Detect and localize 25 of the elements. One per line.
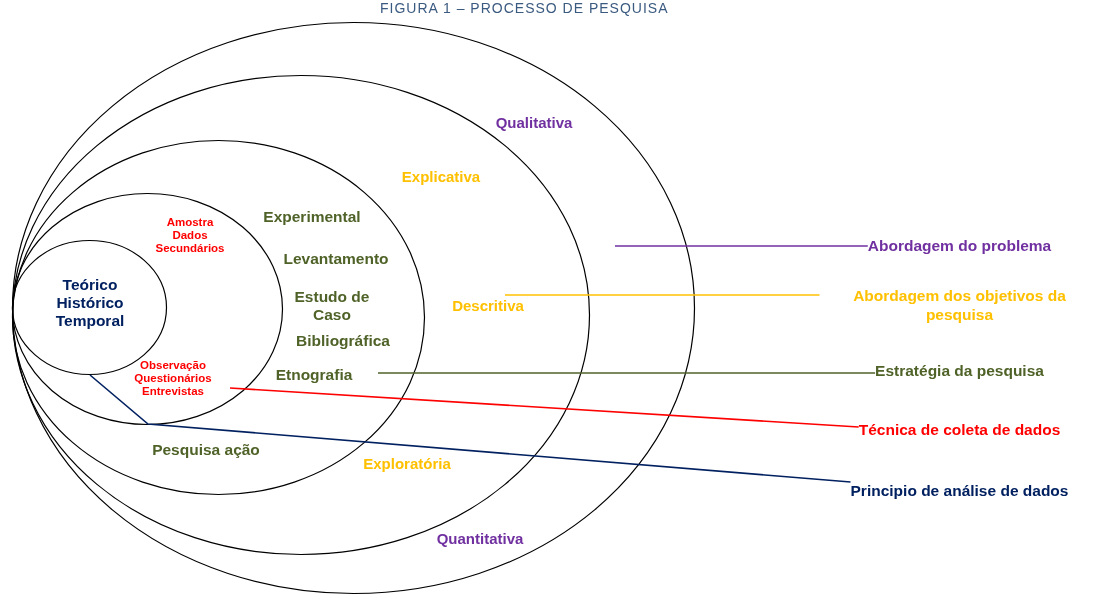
- leader-line: [614, 245, 869, 247]
- figure-title: FIGURA 1 – PROCESSO DE PESQUISA: [380, 0, 669, 16]
- category-label: Exploratória: [362, 455, 452, 473]
- leader-line: [504, 294, 821, 296]
- category-label: Quantitativa: [435, 530, 525, 548]
- leader-label: Técnica de coleta de dados: [858, 421, 1061, 440]
- leader-line: [89, 374, 852, 483]
- leader-label: Estratégia da pesquisa: [875, 362, 1044, 381]
- category-label: Etnografia: [274, 366, 354, 384]
- category-label: Experimental: [262, 208, 362, 226]
- leader-label: Principio de análise de dados: [850, 482, 1069, 501]
- category-label: Descritiva: [451, 297, 525, 315]
- category-label: Estudo de Caso: [293, 288, 371, 324]
- category-label: Bibliográfica: [295, 332, 391, 350]
- category-label: Pesquisa ação: [151, 441, 261, 459]
- category-label: Levantamento: [282, 250, 390, 268]
- category-label: Observação Questionários Entrevistas: [133, 359, 213, 399]
- leader-label: Abordagem dos objetivos da pesquisa: [819, 287, 1100, 325]
- category-label: Amostra Dados Secundários: [154, 216, 226, 256]
- category-label: Teórico Histórico Temporal: [54, 276, 126, 330]
- leader-line: [229, 387, 860, 428]
- category-label: Qualitativa: [494, 114, 574, 132]
- leader-line: [377, 372, 876, 374]
- leader-label: Abordagem do problema: [867, 237, 1052, 256]
- category-label: Explicativa: [400, 168, 482, 186]
